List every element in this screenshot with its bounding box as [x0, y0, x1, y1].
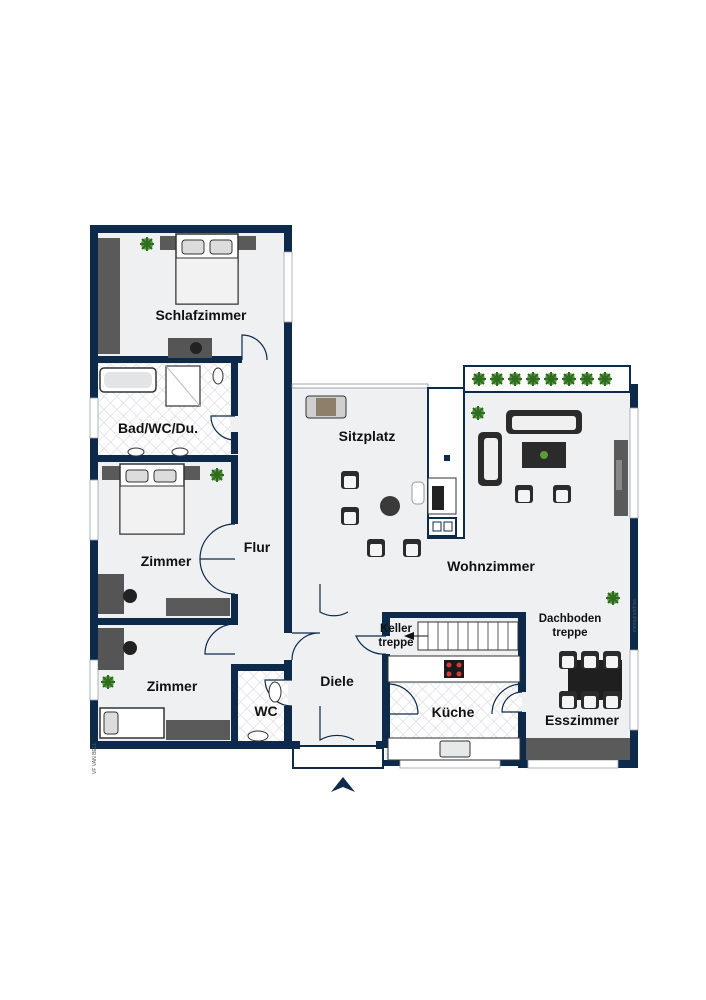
zimmer1-furniture [98, 463, 230, 616]
label-kellertreppe-2: treppe [378, 637, 413, 649]
entrance-arrow-icon [331, 777, 355, 792]
label-dachbodentreppe-2: treppe [552, 627, 587, 639]
entrance-porch [292, 745, 384, 769]
label-flur: Flur [244, 539, 271, 555]
wohnzimmer-furniture [470, 405, 628, 606]
label-wc: WC [254, 703, 277, 719]
label-zimmer-1: Zimmer [141, 553, 192, 569]
label-diele: Diele [320, 673, 354, 689]
bad-furniture [99, 365, 224, 457]
esszimmer-furniture [526, 651, 630, 760]
label-kueche: Küche [432, 704, 475, 720]
zimmer2-furniture [98, 628, 230, 740]
room-labels: Schlafzimmer Bad/WC/Du. Zimmer Flur Zimm… [92, 307, 638, 774]
label-zimmer-2: Zimmer [147, 678, 198, 694]
schlafzimmer-furniture [98, 233, 256, 358]
planter-box [463, 365, 631, 393]
corner-credit: VF VAN BELL [92, 742, 98, 774]
floor-center [291, 388, 385, 746]
doors [199, 334, 523, 742]
label-kellertreppe-1: Keller [380, 623, 412, 635]
kueche-furniture [387, 655, 521, 761]
label-schlafzimmer: Schlafzimmer [155, 307, 247, 323]
label-esszimmer: Esszimmer [545, 712, 619, 728]
label-bad: Bad/WC/Du. [118, 420, 198, 436]
label-dachbodentreppe-1: Dachboden [539, 613, 602, 625]
windows [89, 251, 639, 769]
sitzplatz-furniture [305, 395, 457, 557]
label-sitzplatz: Sitzplatz [339, 428, 396, 444]
label-wohnzimmer: Wohnzimmer [447, 558, 535, 574]
stairs [404, 621, 519, 651]
wc-furniture [247, 681, 282, 742]
watermark-text: immogrundriss [632, 599, 638, 632]
